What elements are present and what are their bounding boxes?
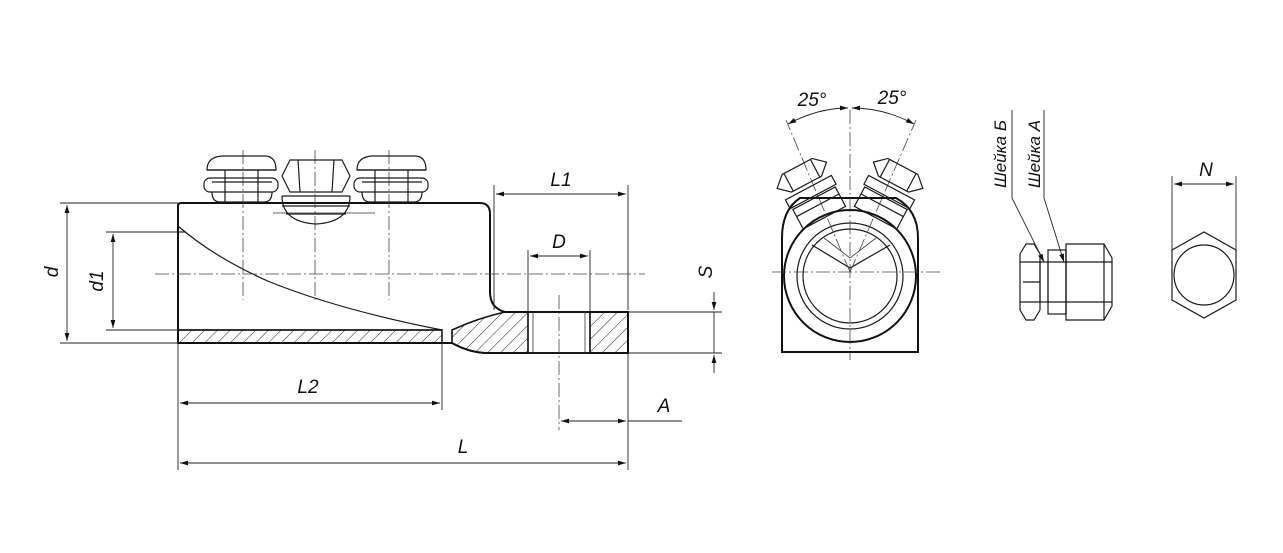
dimension-L: L bbox=[180, 437, 626, 466]
dimension-L2: L2 bbox=[177, 330, 443, 470]
bolt-left bbox=[203, 155, 279, 203]
dimension-L1: L1 bbox=[493, 170, 629, 310]
label-d1: d1 bbox=[87, 270, 108, 291]
hatched-wall bbox=[177, 329, 443, 344]
dimension-d: d bbox=[42, 202, 178, 344]
dimension-D: D bbox=[527, 232, 591, 312]
bolt-detail-view: Шейка Б Шейка А bbox=[991, 110, 1113, 321]
label-angle-right: 25° bbox=[877, 88, 907, 109]
label-L2: L2 bbox=[297, 377, 319, 398]
dimension-S: S bbox=[628, 265, 722, 373]
hatched-lug bbox=[451, 311, 529, 354]
bolt-middle bbox=[273, 159, 375, 225]
label-L1: L1 bbox=[550, 170, 571, 191]
label-D: D bbox=[552, 232, 566, 253]
front-bolt-left bbox=[776, 157, 847, 230]
dimension-d1: d1 bbox=[87, 231, 178, 331]
front-view: 25° 25° bbox=[772, 88, 940, 360]
label-A: A bbox=[657, 396, 671, 417]
side-view: d d1 L1 D S bbox=[42, 150, 722, 470]
label-neck-a: Шейка А bbox=[1025, 120, 1044, 188]
label-N: N bbox=[1199, 160, 1213, 181]
bolt-right bbox=[353, 155, 429, 203]
label-neck-b: Шейка Б bbox=[991, 120, 1010, 188]
label-d: d bbox=[42, 265, 63, 277]
label-L: L bbox=[458, 437, 469, 458]
label-angle-left: 25° bbox=[797, 90, 827, 111]
dimension-A: A bbox=[561, 353, 682, 470]
front-bolt-right bbox=[853, 157, 924, 230]
label-S: S bbox=[696, 265, 717, 278]
hex-end-view: N bbox=[1171, 160, 1237, 319]
